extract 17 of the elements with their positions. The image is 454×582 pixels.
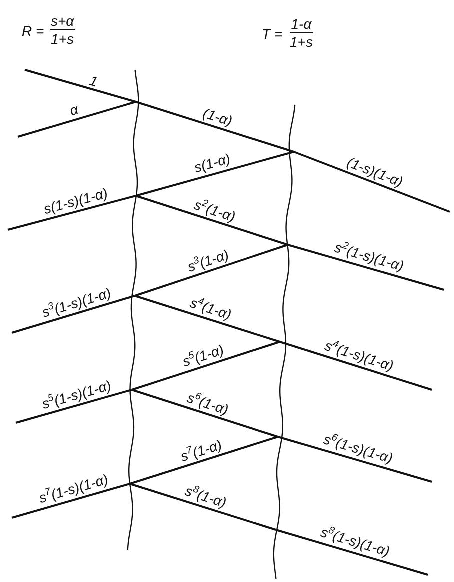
formula-denominator: 1+s [290, 33, 313, 49]
formula-denominator: 1+s [50, 30, 76, 46]
ray-intensity-label: α [68, 102, 80, 118]
ray-intensity-label: s(1-α) [192, 152, 232, 176]
formula-numerator: 1-α [290, 17, 313, 33]
ray-intensity-label: 1 [88, 72, 100, 88]
ray-intensity-label: (1-α) [202, 105, 234, 128]
ray-intensity-label: s$^{7}$(1-α) [178, 436, 224, 464]
ray-intensity-label: s$^{2}$(1-α) [193, 196, 238, 224]
formula-numerator: s+α [50, 14, 76, 30]
ray-intensity-label: s$^{4}$(1-α) [188, 294, 234, 322]
ray-intensity-label: s$^{6}$(1-α) [186, 389, 231, 416]
ray-intensity-label: s$^{5}$(1-α) [180, 342, 226, 369]
formula-text: T = [262, 27, 283, 41]
ray-intensity-label: s$^{8}$(1-α) [184, 482, 229, 510]
ray-intensity-label: s$^{3}$(1-α) [186, 246, 231, 274]
formula-text: R = [22, 24, 44, 38]
